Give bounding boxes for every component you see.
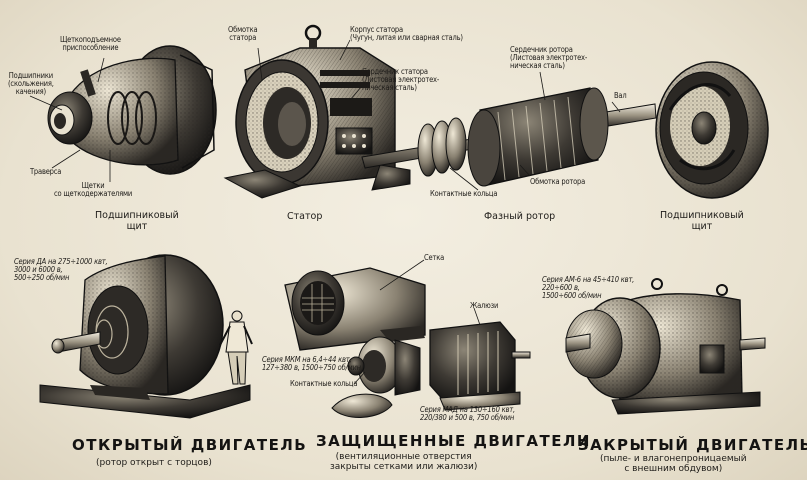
- label-rotor-winding: Обмотка ротора: [530, 177, 586, 186]
- leader-lines: [29, 39, 621, 385]
- label-stator-frame: Корпус статора(Чугун, литая или сварная …: [350, 25, 463, 42]
- part-stator: Статор: [287, 211, 323, 222]
- label-grid: Сетка: [424, 253, 445, 262]
- label-series-mkm: Серия МКМ на 6,4÷44 квт,127÷380 в, 1500÷…: [262, 355, 361, 372]
- label-slip-rings-2: Контактные кольца: [290, 379, 358, 388]
- closed-motor-title: ЗАКРЫТЫЙ ДВИГАТЕЛЬ: [578, 436, 807, 454]
- stator-illustration: [223, 24, 411, 199]
- protected-motors-title: ЗАЩИЩЕННЫЕ ДВИГАТЕЛИ: [316, 432, 591, 450]
- label-traverse: Траверса: [30, 167, 62, 176]
- label-slip-rings: Контактные кольца: [430, 189, 498, 198]
- open-motor-title: ОТКРЫТЫЙ ДВИГАТЕЛЬ: [72, 436, 308, 454]
- open-motor-subtitle: (ротор открыт с торцов): [96, 458, 212, 468]
- label-series-da: Серия ДА на 275÷1000 квт,3000 и 6000 в,5…: [14, 257, 108, 282]
- bearing-shield-left-illustration: [47, 45, 217, 175]
- label-louvers: Жалюзи: [470, 301, 499, 310]
- label-rotor-core: Сердечник ротора(Листовая электротех-нич…: [510, 45, 588, 70]
- phase-rotor-illustration: [361, 87, 657, 187]
- human-figure-scale: [219, 310, 253, 385]
- label-bearings: Подшипники(скольжения,качения): [8, 71, 54, 96]
- label-stator-core: Сердечник статора(Листовая электротех-ни…: [362, 67, 440, 92]
- protected-motors-illustration: [284, 267, 531, 418]
- closed-motor-illustration: [565, 278, 766, 415]
- part-phase-rotor: Фазный ротор: [484, 211, 556, 222]
- label-series-mad: Серия МАД на 130÷160 квт,220/380 и 500 в…: [420, 405, 515, 422]
- bearing-shield-right-illustration: [655, 61, 769, 199]
- open-motor-illustration: [39, 254, 253, 419]
- label-series-am6: Серия АМ-6 на 45÷410 квт,220÷600 в,1500÷…: [542, 275, 635, 300]
- label-shaft: Вал: [614, 91, 627, 100]
